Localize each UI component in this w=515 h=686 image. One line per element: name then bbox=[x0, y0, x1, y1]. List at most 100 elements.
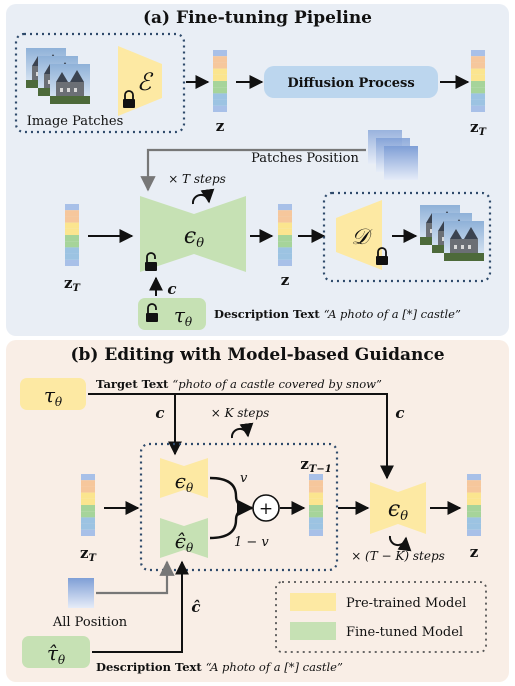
latent-vector-z-output bbox=[278, 204, 292, 266]
unet-symbol: ϵθ bbox=[184, 224, 204, 251]
loop-arrow-icon bbox=[388, 535, 412, 552]
vector-cell bbox=[65, 247, 79, 254]
latent-vector-zT bbox=[471, 50, 485, 112]
vector-cell bbox=[65, 216, 79, 223]
vector-cell bbox=[467, 474, 481, 481]
legend-swatch-pretrained bbox=[290, 593, 336, 611]
image-patches-box bbox=[14, 32, 186, 134]
vector-cell bbox=[467, 511, 481, 518]
target-text: Target Text“photo of a castle covered by… bbox=[96, 377, 382, 391]
vector-cell bbox=[278, 259, 292, 266]
vector-cell bbox=[467, 498, 481, 505]
vector-cell bbox=[81, 517, 95, 524]
t-steps-label: × T steps bbox=[168, 172, 226, 186]
tau-symbol: τθ bbox=[174, 303, 193, 329]
vector-cell bbox=[467, 486, 481, 493]
vector-cell bbox=[467, 480, 481, 487]
vector-cell bbox=[213, 99, 227, 106]
vector-cell bbox=[65, 222, 79, 229]
vector-cell bbox=[471, 99, 485, 106]
vector-cell bbox=[278, 241, 292, 248]
zT-label: zT bbox=[470, 118, 488, 138]
pretrained-unet-left bbox=[160, 458, 184, 498]
vector-cell bbox=[213, 62, 227, 69]
pretrained-unet-final-left bbox=[370, 482, 398, 534]
vector-cell bbox=[471, 62, 485, 69]
c-label-left: c bbox=[155, 404, 164, 422]
latent-vector-zT-input-b bbox=[81, 474, 95, 536]
vector-cell bbox=[81, 498, 95, 505]
plus-symbol: + bbox=[259, 499, 273, 519]
decoder-symbol: 𝒟 bbox=[351, 225, 373, 250]
z-output-label: z bbox=[281, 271, 290, 289]
target-condition-arrow-right bbox=[88, 393, 394, 480]
tau-hat-symbol: τ̂θ bbox=[47, 641, 66, 667]
vector-cell bbox=[213, 74, 227, 81]
legend-swatch-finetuned bbox=[290, 622, 336, 640]
vector-cell bbox=[65, 204, 79, 211]
text-encoder-pretrained bbox=[20, 378, 86, 410]
vector-cell bbox=[81, 474, 95, 481]
vector-cell bbox=[309, 505, 323, 512]
all-position-arrow bbox=[96, 560, 175, 595]
vector-cell bbox=[65, 210, 79, 217]
zT-input-b-label: zT bbox=[80, 544, 98, 564]
vector-cell bbox=[309, 498, 323, 505]
vector-cell bbox=[467, 517, 481, 524]
one-minus-v-branch bbox=[209, 499, 254, 540]
latent-vector-z-final bbox=[467, 474, 481, 536]
vector-cell bbox=[471, 87, 485, 94]
legend-pretrained-label: Pre-trained Model bbox=[346, 596, 466, 611]
tau-target-symbol: τθ bbox=[44, 383, 63, 409]
one-minus-v-label: 1 − v bbox=[234, 535, 269, 550]
vector-cell bbox=[467, 492, 481, 499]
vector-cell bbox=[278, 228, 292, 235]
vector-cell bbox=[213, 105, 227, 112]
all-position-label: All Position bbox=[52, 615, 128, 630]
vector-cell bbox=[65, 241, 79, 248]
position-arrow bbox=[140, 148, 366, 192]
vector-cell bbox=[471, 50, 485, 57]
v-label: v bbox=[240, 471, 248, 486]
vector-cell bbox=[65, 259, 79, 266]
decoder-box bbox=[322, 191, 492, 283]
vector-cell bbox=[213, 93, 227, 100]
vector-cell bbox=[309, 474, 323, 481]
vector-cell bbox=[81, 480, 95, 487]
zT-1-label: zT−1 bbox=[300, 455, 331, 475]
vector-cell bbox=[471, 93, 485, 100]
pretrained-unet-right bbox=[184, 458, 208, 498]
vector-cell bbox=[471, 105, 485, 112]
image-patches-label: Image Patches bbox=[27, 114, 124, 129]
vector-cell bbox=[471, 74, 485, 81]
vector-cell bbox=[309, 511, 323, 518]
unet-decoder-half bbox=[194, 196, 246, 272]
reconstructed-image-thumbnails bbox=[420, 205, 484, 261]
vector-cell bbox=[278, 204, 292, 211]
vector-cell bbox=[81, 505, 95, 512]
latent-vector-zT-1 bbox=[309, 474, 323, 536]
vector-cell bbox=[309, 523, 323, 530]
text-encoder-finetuned-b bbox=[22, 636, 90, 668]
diffusion-process-box bbox=[264, 66, 438, 98]
c-label: c bbox=[167, 280, 176, 298]
pretrained-unet-symbol: ϵθ bbox=[175, 469, 194, 495]
description-text: Description Text“A photo of a [*] castle… bbox=[214, 307, 461, 321]
vector-cell bbox=[467, 523, 481, 530]
vector-cell bbox=[278, 216, 292, 223]
guidance-box bbox=[139, 442, 339, 572]
description-text-b: Description Text“A photo of a [*] castle… bbox=[96, 660, 343, 674]
vector-cell bbox=[278, 210, 292, 217]
vector-cell bbox=[278, 235, 292, 242]
vector-cell bbox=[278, 247, 292, 254]
loop-arrow-icon bbox=[230, 422, 254, 439]
z-label: z bbox=[216, 117, 225, 135]
loop-arrow-icon bbox=[191, 188, 215, 205]
vector-cell bbox=[81, 486, 95, 493]
tk-steps-label: × (T − K) steps bbox=[351, 549, 445, 563]
vector-cell bbox=[213, 56, 227, 63]
finetuned-unet-symbol: ϵ̂θ bbox=[175, 529, 194, 555]
zT-input-label: zT bbox=[64, 274, 82, 294]
vector-cell bbox=[81, 492, 95, 499]
image-patches-thumbnails bbox=[26, 48, 90, 104]
